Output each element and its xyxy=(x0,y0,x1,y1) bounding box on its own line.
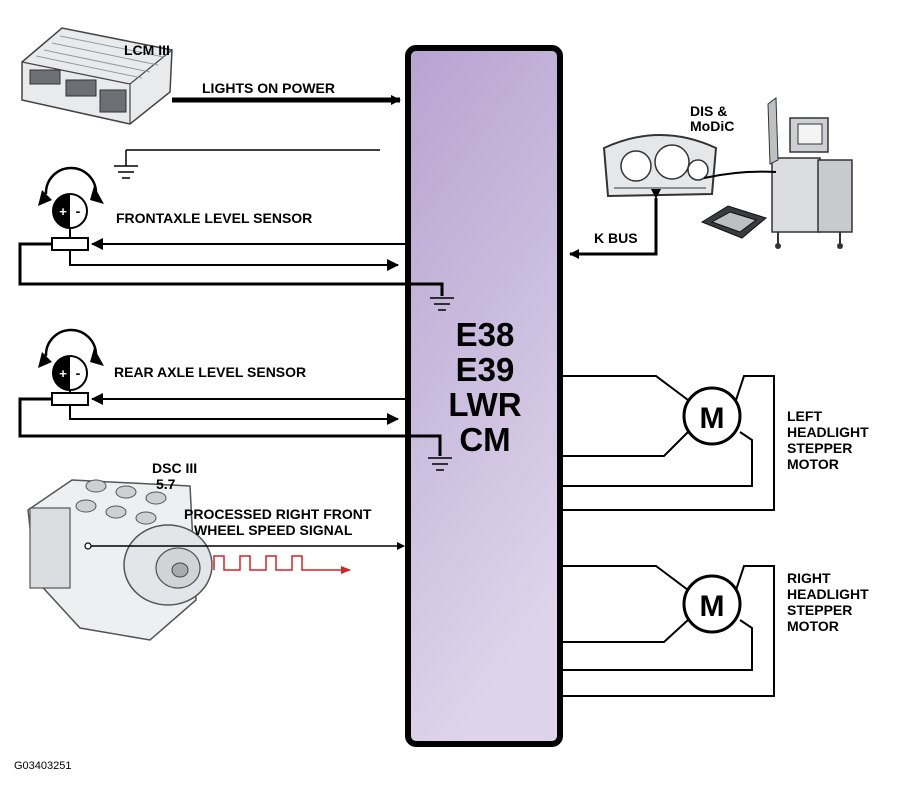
dis-title-line1: DIS & xyxy=(690,103,728,119)
dsc-title-line2: 5.7 xyxy=(156,476,176,492)
right-motor-label-line4: MOTOR xyxy=(787,618,839,634)
front-sensor-label: FRONTAXLE LEVEL SENSOR xyxy=(116,210,313,226)
module-line-3: LWR xyxy=(448,386,522,423)
wheel-speed-label-line2: WHEEL SPEED SIGNAL xyxy=(194,522,353,538)
pulse-signal-icon xyxy=(213,555,351,574)
instrument-cluster-image xyxy=(602,134,718,198)
right-motor-label-line1: RIGHT xyxy=(787,570,831,586)
right-motor-letter: M xyxy=(700,590,725,623)
lcm-module-image xyxy=(21,27,173,125)
k-bus-label: K BUS xyxy=(594,230,638,246)
module-line-1: E38 xyxy=(455,316,515,353)
figure-id: G03403251 xyxy=(14,760,72,772)
rear-sensor-label: REAR AXLE LEVEL SENSOR xyxy=(114,364,307,380)
dis-tester-image xyxy=(700,97,853,249)
rear-sensor-symbol xyxy=(38,328,104,406)
lights-on-power-label: LIGHTS ON POWER xyxy=(202,80,335,96)
module-line-4: CM xyxy=(459,421,511,458)
rear-sensor-wiring xyxy=(18,393,452,471)
left-motor-label-line2: HEADLIGHT xyxy=(787,424,869,440)
lcm-ground xyxy=(114,149,380,179)
diagnostic-cable xyxy=(703,170,777,179)
lwr-control-module xyxy=(405,45,563,747)
dsc-unit-image xyxy=(27,479,213,641)
front-sensor-minus: - xyxy=(76,203,81,219)
left-motor-letter: M xyxy=(700,402,725,435)
left-motor-label-line1: LEFT xyxy=(787,408,822,424)
rear-sensor-minus: - xyxy=(76,365,81,381)
left-motor-wiring xyxy=(560,375,775,511)
module-line-2: E39 xyxy=(455,351,515,388)
rear-sensor-plus: + xyxy=(59,366,67,381)
dis-title-line2: MoDiC xyxy=(690,118,735,134)
k-bus-line xyxy=(569,189,661,259)
dsc-title-line1: DSC III xyxy=(152,460,198,476)
right-motor-wiring xyxy=(560,565,775,697)
left-motor-label-line4: MOTOR xyxy=(787,456,839,472)
right-motor-label-line2: HEADLIGHT xyxy=(787,586,869,602)
right-motor-label-line3: STEPPER xyxy=(787,602,853,618)
front-sensor-wiring xyxy=(18,238,454,311)
wheel-speed-label-line1: PROCESSED RIGHT FRONT xyxy=(184,506,372,522)
left-motor-label-line3: STEPPER xyxy=(787,440,853,456)
lcm-title: LCM III xyxy=(124,42,170,58)
right-stepper-motor-symbol xyxy=(682,574,742,634)
front-sensor-plus: + xyxy=(59,204,67,219)
front-sensor-symbol xyxy=(38,166,104,251)
left-stepper-motor-symbol xyxy=(682,386,742,446)
